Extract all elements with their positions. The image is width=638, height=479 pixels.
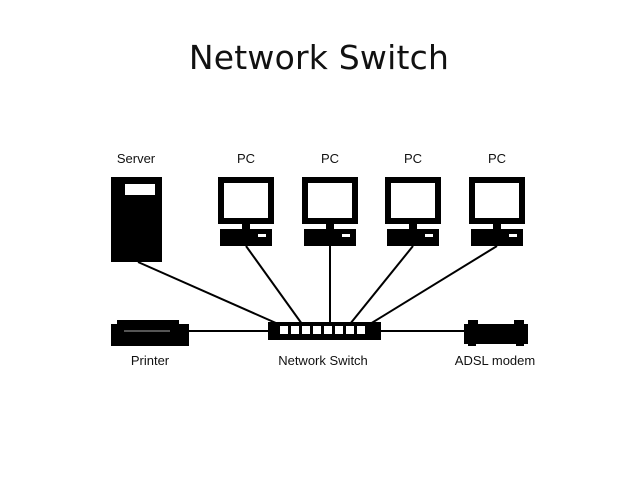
- connections: [137, 245, 498, 332]
- server-icon: [111, 177, 162, 262]
- printer-icon: [111, 320, 189, 346]
- pc-node-2: PC: [302, 151, 358, 246]
- link-pc1-switch: [245, 245, 303, 325]
- monitor-icon: [218, 177, 274, 246]
- printer-label: Printer: [131, 353, 170, 368]
- monitor-icon: [302, 177, 358, 246]
- server-label: Server: [117, 151, 156, 166]
- pc-label-4: PC: [488, 151, 506, 166]
- monitor-icon: [385, 177, 441, 246]
- pc-node-1: PC: [218, 151, 274, 246]
- network-switch-icon: [268, 322, 381, 340]
- pc-label-2: PC: [321, 151, 339, 166]
- pc-node-3: PC: [385, 151, 441, 246]
- monitor-icon: [469, 177, 525, 246]
- slide-title: Network Switch: [188, 38, 450, 77]
- server-node: Server: [111, 151, 162, 262]
- pc-label-1: PC: [237, 151, 255, 166]
- modem-label: ADSL modem: [455, 353, 535, 368]
- link-pc3-switch: [349, 245, 414, 325]
- modem-icon: [464, 320, 528, 346]
- switch-label: Network Switch: [278, 353, 368, 368]
- modem-node: ADSL modem: [455, 320, 535, 368]
- pc-node-4: PC: [469, 151, 525, 246]
- link-server-switch: [137, 261, 286, 328]
- switch-node: Network Switch: [268, 322, 381, 368]
- pc-label-3: PC: [404, 151, 422, 166]
- link-pc4-switch: [369, 245, 498, 325]
- printer-node: Printer: [111, 320, 189, 368]
